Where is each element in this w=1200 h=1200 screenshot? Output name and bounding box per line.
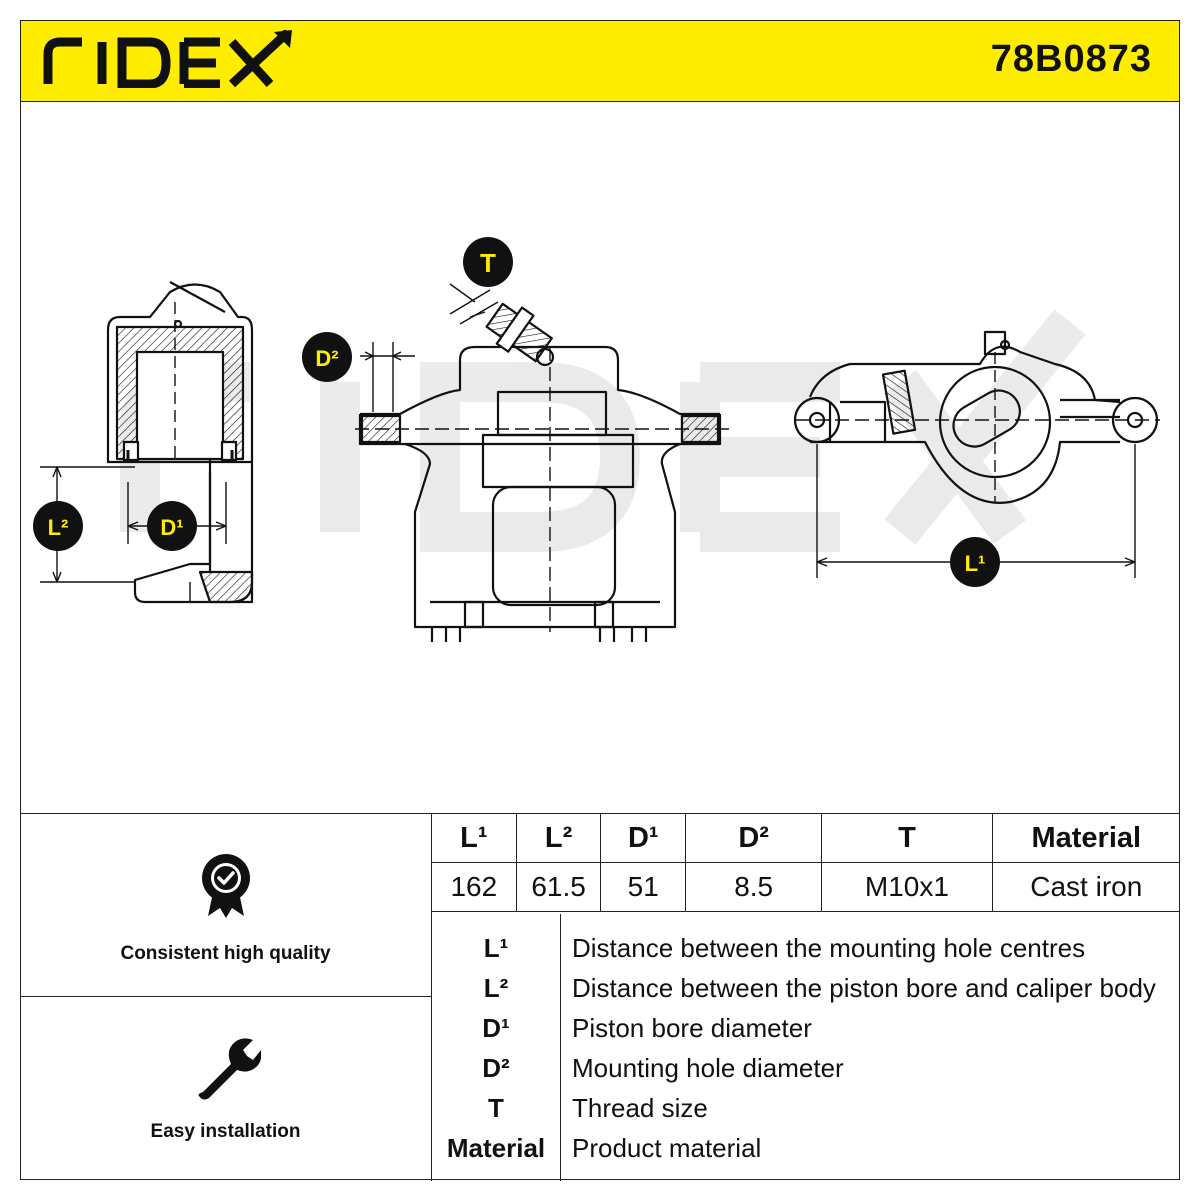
legend-code: Material xyxy=(446,1133,546,1163)
label-t: T xyxy=(463,237,513,287)
legend-code: T xyxy=(488,1093,504,1123)
d1-dimension xyxy=(127,482,227,544)
legend-code: D¹ xyxy=(482,1013,510,1043)
part-number: 78B0873 xyxy=(990,38,1152,80)
ridex-logo xyxy=(43,30,292,88)
legend-row: D¹ Piston bore diameter xyxy=(432,1008,1180,1048)
spec-header: T xyxy=(821,814,993,863)
spec-header: Material xyxy=(991,814,1180,863)
specs-header-row: L¹ L² D¹ D² T Material xyxy=(432,814,1180,863)
legend-row: L¹ Distance between the mounting hole ce… xyxy=(432,928,1180,968)
front-view xyxy=(355,283,730,642)
specs-table: L¹ L² D¹ D² T Material 162 61.5 51 8.5 M… xyxy=(432,814,1180,912)
legend: L¹ Distance between the mounting hole ce… xyxy=(432,914,1180,1181)
legend-desc: Distance between the piston bore and cal… xyxy=(572,973,1156,1003)
quality-badge-icon xyxy=(201,854,250,918)
label-d2: D² xyxy=(302,332,352,382)
section-view xyxy=(106,281,254,604)
legend-row: L² Distance between the piston bore and … xyxy=(432,968,1180,1008)
feature-quality: Consistent high quality xyxy=(20,850,431,965)
legend-desc: Product material xyxy=(572,1133,762,1163)
svg-text:T: T xyxy=(480,248,496,278)
legend-row: Material Product material xyxy=(432,1128,1180,1168)
legend-row: D² Mounting hole diameter xyxy=(432,1048,1180,1088)
svg-text:D¹: D¹ xyxy=(160,515,183,540)
legend-desc: Mounting hole diameter xyxy=(572,1053,844,1083)
feature-installation: Easy installation xyxy=(20,1032,431,1143)
l2-dimension xyxy=(40,466,135,583)
feature-divider xyxy=(20,996,431,997)
svg-text:D²: D² xyxy=(315,346,338,371)
l1-dimension xyxy=(816,444,1136,578)
legend-code: D² xyxy=(482,1053,510,1083)
spec-header: D² xyxy=(685,814,823,863)
info-panel: Consistent high quality Easy installatio… xyxy=(20,813,1180,1181)
spec-value: Cast iron xyxy=(991,862,1180,912)
spec-value: 162 xyxy=(432,862,517,912)
svg-text:L²: L² xyxy=(48,515,69,540)
spec-header: L² xyxy=(515,814,602,863)
legend-divider xyxy=(560,914,561,1181)
frame xyxy=(20,20,1180,1180)
spec-value: 8.5 xyxy=(685,862,823,912)
caliper-diagram: T D² L² D¹ L¹ xyxy=(33,237,1160,642)
legend-row: T Thread size xyxy=(432,1088,1180,1128)
spec-value: 51 xyxy=(600,862,687,912)
top-view xyxy=(793,330,1160,504)
wrench-icon xyxy=(198,1038,261,1100)
feature-label: Consistent high quality xyxy=(120,943,331,964)
legend-desc: Piston bore diameter xyxy=(572,1013,812,1043)
svg-text:L¹: L¹ xyxy=(965,551,986,576)
specs-value-row: 162 61.5 51 8.5 M10x1 Cast iron xyxy=(432,862,1180,912)
legend-desc: Thread size xyxy=(572,1093,708,1123)
spec-value: 61.5 xyxy=(515,862,602,912)
spec-header: L¹ xyxy=(432,814,517,863)
label-l1: L¹ xyxy=(950,537,1000,587)
spec-header: D¹ xyxy=(600,814,687,863)
spec-value: M10x1 xyxy=(821,862,993,912)
feature-label: Easy installation xyxy=(150,1121,301,1142)
label-d1: D¹ xyxy=(147,501,197,551)
legend-code: L¹ xyxy=(483,933,509,963)
label-l2: L² xyxy=(33,501,83,551)
features-column: Consistent high quality Easy installatio… xyxy=(20,814,432,1181)
d2-dimension xyxy=(360,342,415,412)
legend-code: L² xyxy=(483,973,509,1003)
legend-desc: Distance between the mounting hole centr… xyxy=(572,933,1086,963)
